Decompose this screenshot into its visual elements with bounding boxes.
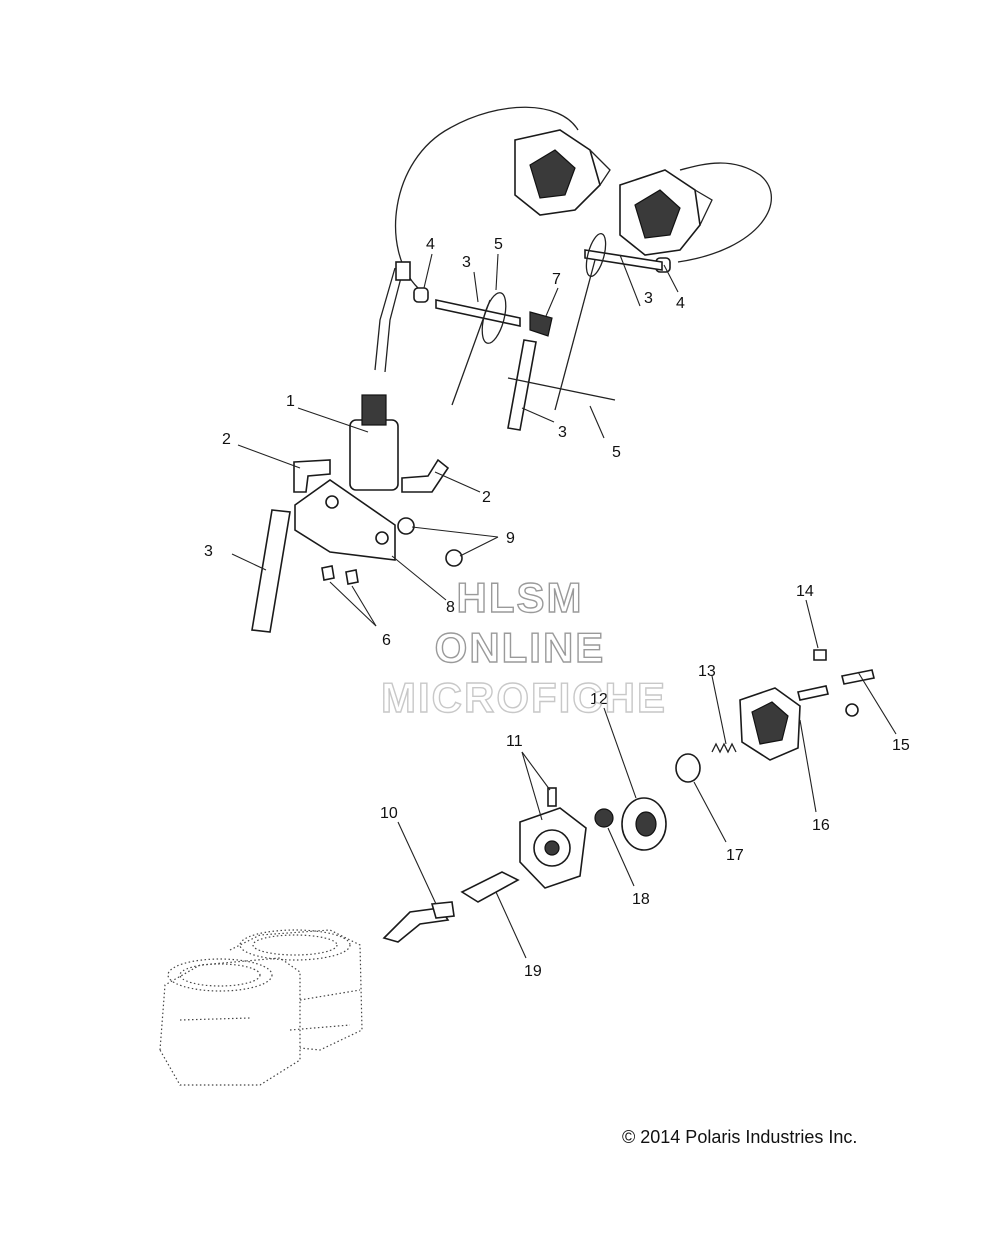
- callout-13: 13: [698, 663, 716, 680]
- cap-part-4-left: [413, 287, 429, 303]
- callout-18: 18: [632, 891, 650, 908]
- fuel-pump-assembly-upper-right: [619, 169, 713, 256]
- hose-loop-left: [394, 106, 579, 289]
- callout-1: 1: [286, 393, 295, 410]
- callout-3-lower: 3: [204, 543, 213, 560]
- fitting-part-2-right: [401, 458, 450, 493]
- callout-17: 17: [726, 847, 744, 864]
- callout-14: 14: [796, 583, 814, 600]
- callout-19: 19: [524, 963, 542, 980]
- screw-part-15-a: [797, 685, 829, 701]
- callout-10: 10: [380, 805, 398, 822]
- grommet-part-9-lower: [445, 549, 463, 567]
- screw-part-6-right: [345, 569, 359, 585]
- watermark-line-3: MICROFICHE: [381, 674, 667, 721]
- callout-4-right: 4: [676, 295, 685, 312]
- diaphragm-part-12: [621, 797, 667, 851]
- fitting-part-10: [382, 907, 450, 943]
- pump-base-part-11: [519, 787, 587, 889]
- screw-part-14: [813, 649, 827, 661]
- hose-part-3-middle: [507, 339, 537, 431]
- watermark-line-2: ONLINE: [435, 624, 606, 671]
- grommet-part-9-upper: [397, 517, 415, 535]
- callout-2-left: 2: [222, 431, 231, 448]
- fitting-part-2-left: [293, 459, 331, 493]
- callout-16: 16: [812, 817, 830, 834]
- bracket-part-8: [294, 479, 396, 561]
- copyright-notice: © 2014 Polaris Industries Inc.: [622, 1127, 858, 1147]
- clamp-part-5-left: [451, 292, 507, 406]
- pump-cover-part-16: [739, 687, 801, 761]
- callout-5-left: 5: [494, 236, 503, 253]
- callout-3-top-left: 3: [462, 254, 471, 271]
- watermark-line-1: HLSM: [457, 574, 584, 621]
- plate-part-17: [675, 753, 701, 783]
- spring-part-13: [711, 742, 737, 754]
- valve-part-18: [594, 808, 614, 828]
- callout-5-right: 5: [612, 444, 621, 461]
- callout-2-right: 2: [482, 489, 491, 506]
- callout-12: 12: [590, 691, 608, 708]
- callout-15: 15: [892, 737, 910, 754]
- callout-11: 11: [506, 733, 523, 750]
- fitting-part-7: [529, 311, 553, 337]
- callout-7: 7: [552, 271, 561, 288]
- callout-4-left: 4: [426, 236, 435, 253]
- callout-3-middle: 3: [558, 424, 567, 441]
- gasket-part-19: [460, 871, 520, 903]
- hose-part-3-lower: [251, 509, 291, 633]
- screw-part-6-left: [321, 565, 335, 581]
- screw-part-15-c: [845, 703, 859, 717]
- callout-6: 6: [382, 632, 391, 649]
- hose-loop-right: [677, 162, 772, 263]
- screw-part-15-b: [841, 669, 875, 685]
- sensor-part-1: [349, 261, 411, 491]
- hose-part-3-top-left: [435, 299, 521, 327]
- callout-3-top-right: 3: [644, 290, 653, 307]
- callout-8: 8: [446, 599, 455, 616]
- callout-9: 9: [506, 530, 515, 547]
- clamp-part-5-right: [507, 232, 616, 411]
- engine-cylinder-block: [159, 929, 363, 1086]
- fuel-pump-assembly-upper-left: [514, 129, 611, 216]
- leader-lines: [231, 253, 897, 959]
